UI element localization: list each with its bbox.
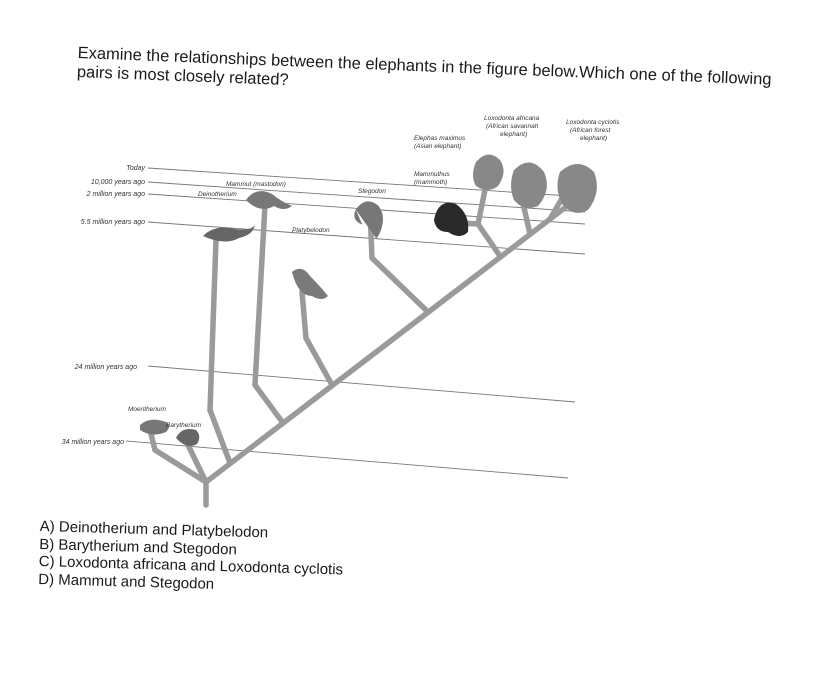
barytherium-illustration — [176, 429, 200, 446]
answer-options: A) Deinotherium and Platybelodon B) Bary… — [38, 518, 344, 596]
asian-elephant-illustration — [473, 154, 504, 190]
label-mammuthus-2: (mammoth) — [414, 179, 447, 186]
stegodon-illustration — [354, 201, 383, 239]
label-loxodonta-africana-1: Loxodonta africana — [484, 115, 540, 122]
label-platybelodon: Platybelodon — [292, 227, 330, 234]
timeline-24m: 24 million years ago — [74, 364, 137, 371]
label-loxodonta-cyclotis-1: Loxodonta cyclotis — [566, 119, 620, 126]
label-mammuthus-1: Mammuthus — [414, 171, 451, 178]
african-forest-elephant-illustration — [557, 164, 597, 213]
label-loxodonta-cyclotis-3: elephant) — [580, 135, 607, 142]
label-mammut: Mammut (mastodon) — [226, 181, 286, 188]
label-elephas-1: Elephas maximus — [414, 135, 466, 142]
timeline-2m: 2 million years ago — [86, 191, 145, 198]
label-stegodon: Stegodon — [358, 188, 386, 195]
label-elephas-2: (Asian elephant) — [414, 143, 461, 150]
mammut-illustration — [246, 191, 292, 209]
label-loxodonta-africana-2: (African savannah — [486, 123, 539, 130]
label-loxodonta-africana-3: elephant) — [500, 131, 527, 138]
timeline-today: Today — [126, 165, 145, 172]
label-loxodonta-cyclotis-2: (African forest — [570, 127, 612, 134]
platybelodon-illustration — [292, 268, 328, 299]
moeritherium-illustration — [140, 419, 169, 435]
african-savannah-elephant-illustration — [511, 162, 547, 208]
deinotherium-illustration — [203, 225, 255, 242]
timeline-10k: 10,000 years ago — [91, 179, 145, 186]
mammoth-illustration — [434, 202, 469, 236]
timeline-34m: 34 million years ago — [62, 439, 124, 446]
label-barytherium: Barytherium — [166, 422, 202, 429]
label-deinotherium: Deinotherium — [198, 191, 237, 198]
timeline-5-5m: 5.5 million years ago — [81, 219, 145, 226]
animal-illustrations — [140, 154, 597, 446]
label-moeritherium: Moeritherium — [128, 406, 167, 413]
